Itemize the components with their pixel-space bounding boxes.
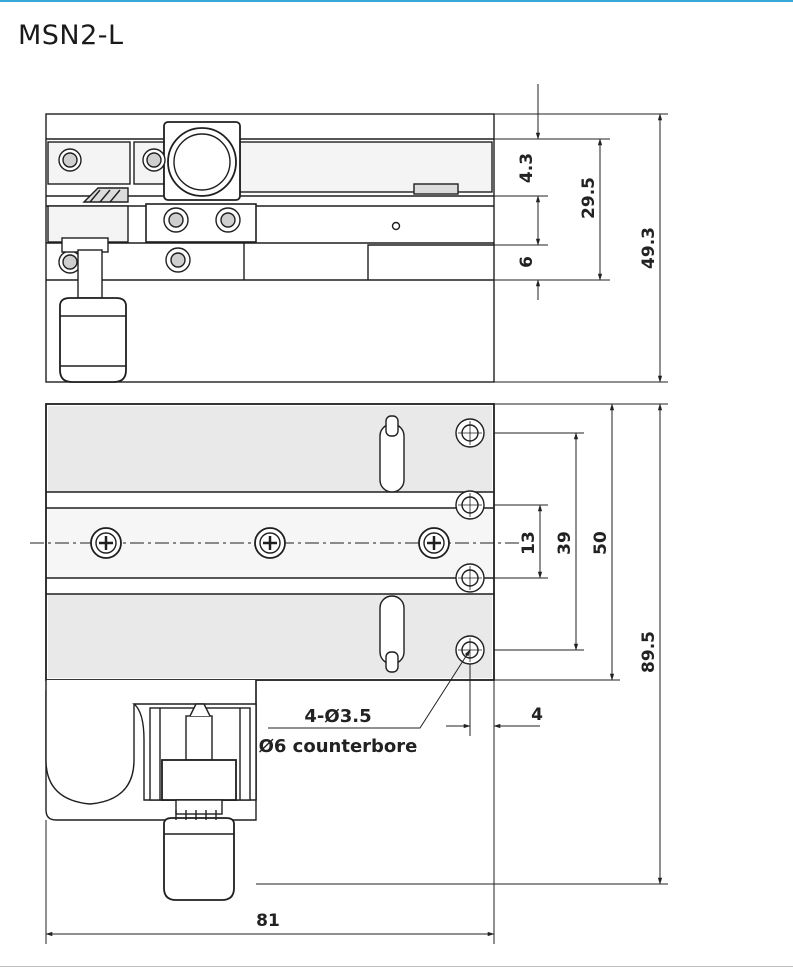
plan-view [30,403,520,901]
side-view [45,113,495,383]
top-rule [0,0,793,2]
dim-39: 39 [555,531,575,555]
micrometer-head-plan [163,817,235,901]
plan-view-dimensions [45,403,668,944]
dim-6: 6 [517,256,537,268]
micrometer-head-side [59,297,127,383]
side-view-dimensions [494,84,668,383]
bottom-rule [0,966,793,967]
page-title: MSN2-L [18,20,124,51]
plan-view-counterbore-holes [455,418,485,665]
counterbore-note: Ø6 counterbore [259,736,418,757]
dim-89-5: 89.5 [639,631,659,673]
hole-spec-note: 4-Ø3.5 [304,706,371,727]
dim-50: 50 [591,531,611,555]
side-view-screws [58,148,241,274]
dim-29-5: 29.5 [579,177,599,219]
plan-view-cross-screws [90,527,450,559]
dim-4-3: 4.3 [517,153,537,183]
dim-81: 81 [256,911,280,931]
dim-4: 4 [531,705,543,725]
dim-49-3: 49.3 [639,227,659,269]
dim-13: 13 [519,531,539,555]
